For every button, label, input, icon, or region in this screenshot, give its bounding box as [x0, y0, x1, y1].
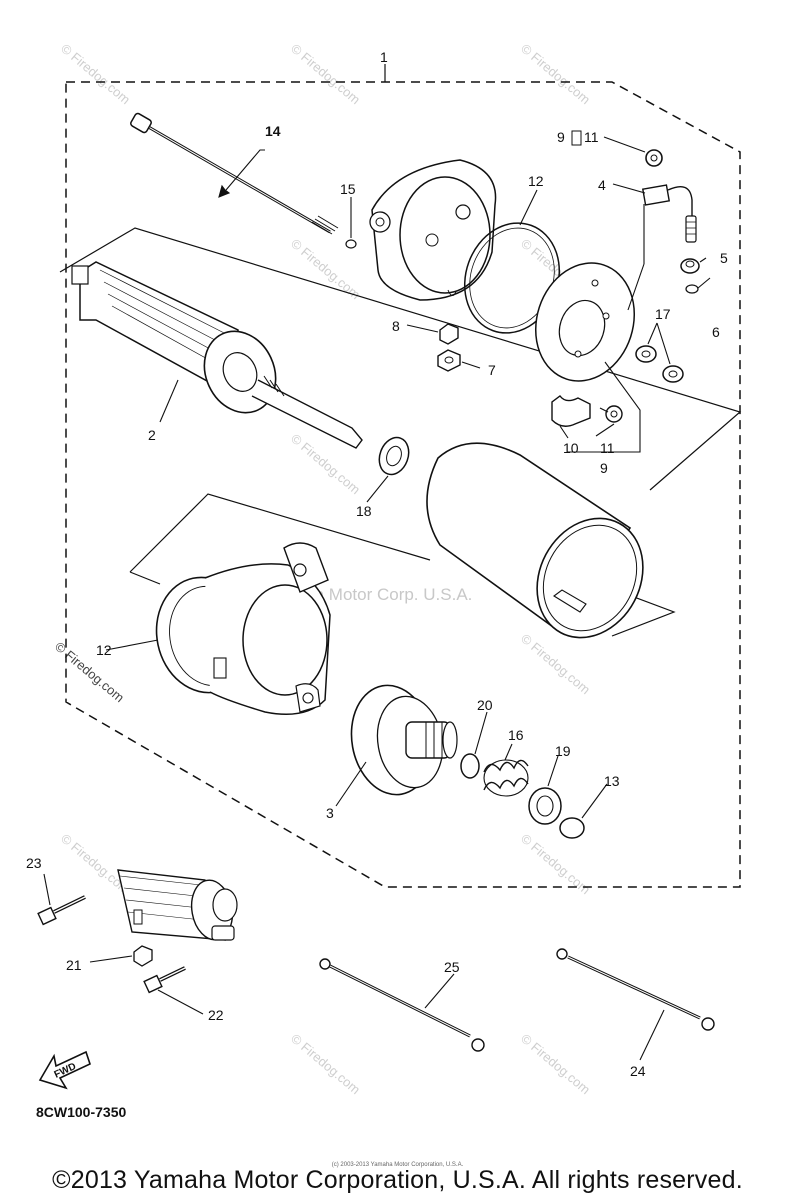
watermark-site: © Firedog.com [518, 1031, 593, 1097]
callout-17: 17 [655, 306, 671, 322]
plane-outline-upper [59, 227, 742, 491]
brush-lead-4 [627, 184, 697, 311]
callout-7: 7 [488, 362, 496, 378]
through-bolt [130, 112, 339, 235]
brush-plate [534, 262, 636, 382]
rear-end-cover [369, 159, 497, 301]
callout-6: 6 [712, 324, 720, 340]
watermark-site: © Firedog.com [58, 41, 133, 107]
callout-21: 21 [66, 957, 82, 973]
callout-9-bottom: 9 [600, 460, 608, 476]
bolt-23 [37, 895, 86, 926]
callout-12-left: 12 [96, 642, 112, 658]
callout-13: 13 [604, 773, 620, 789]
cable-24 [556, 948, 715, 1031]
nut-11-bottom [599, 405, 623, 423]
callout-11-bottom: 11 [600, 440, 615, 456]
callout-12-top: 12 [528, 173, 544, 189]
callout-8: 8 [392, 318, 400, 334]
callout-9-top: 9 [557, 129, 565, 145]
watermark-site: © Firedog.com [288, 1031, 363, 1097]
nut-21 [133, 945, 153, 967]
bolt-22 [143, 966, 186, 994]
callout-14: 14 [265, 123, 281, 139]
bracket-9 [567, 361, 641, 453]
front-cover [155, 542, 331, 715]
starter-motor-assembled [117, 869, 238, 941]
callouts: 1 14 15 12 9 11 4 5 6 17 8 7 2 10 11 9 1… [26, 49, 728, 1079]
watermark-site-dark: © Firedog.com [52, 639, 127, 705]
cable-25 [319, 958, 485, 1052]
nut-5 [680, 258, 700, 274]
leader-lines [43, 136, 711, 1061]
watermark-site: © Firedog.com [518, 41, 593, 107]
callout-23: 23 [26, 855, 42, 871]
nut-11-top [645, 149, 663, 167]
spring-16 [483, 759, 529, 797]
nut-8 [439, 323, 459, 345]
washer-18-hole [386, 445, 402, 467]
o-ring-6 [685, 284, 699, 294]
ring-20 [460, 753, 480, 779]
callout-11-top: 11 [584, 129, 599, 145]
clip-13 [559, 817, 585, 839]
stopper-19 [528, 787, 562, 825]
fwd-arrow-icon: FWD [38, 1050, 91, 1090]
callout-18: 18 [356, 503, 372, 519]
washer-17b-hole [668, 370, 678, 378]
callout-2: 2 [148, 427, 156, 443]
callout-22: 22 [208, 1007, 224, 1023]
nut-7 [437, 349, 461, 372]
callout-25: 25 [444, 959, 460, 975]
callout-4: 4 [598, 177, 606, 193]
callout-1: 1 [380, 49, 388, 65]
tiny-credit: (c) 2003-2013 Yamaha Motor Corporation, … [331, 1162, 464, 1168]
plane-outline-mid [129, 493, 431, 573]
plane-edge [129, 571, 161, 585]
o-ring-15 [345, 239, 357, 249]
callout-5: 5 [720, 250, 728, 266]
watermark-site: © Firedog.com [518, 631, 593, 697]
brush-holder-10 [551, 395, 591, 427]
callout-3: 3 [326, 805, 334, 821]
pinion-clutch [350, 684, 458, 796]
callout-15: 15 [340, 181, 356, 197]
callout-19: 19 [555, 743, 571, 759]
armature [71, 261, 363, 449]
washer-17a-hole [641, 350, 651, 358]
assembly-outline [65, 81, 741, 888]
callout-20: 20 [477, 697, 493, 713]
callout-24: 24 [630, 1063, 646, 1079]
callout-16: 16 [508, 727, 524, 743]
watermark-site: © Firedog.com [288, 41, 363, 107]
bracket-icon [571, 130, 582, 146]
watermark-site: © Firedog.com [288, 236, 363, 302]
diagram-code: 8CW100-7350 [36, 1104, 127, 1120]
yoke-housing [426, 442, 644, 639]
callout-10: 10 [563, 440, 579, 456]
copyright-notice: ©2013 Yamaha Motor Corporation, U.S.A. A… [52, 1166, 743, 1194]
